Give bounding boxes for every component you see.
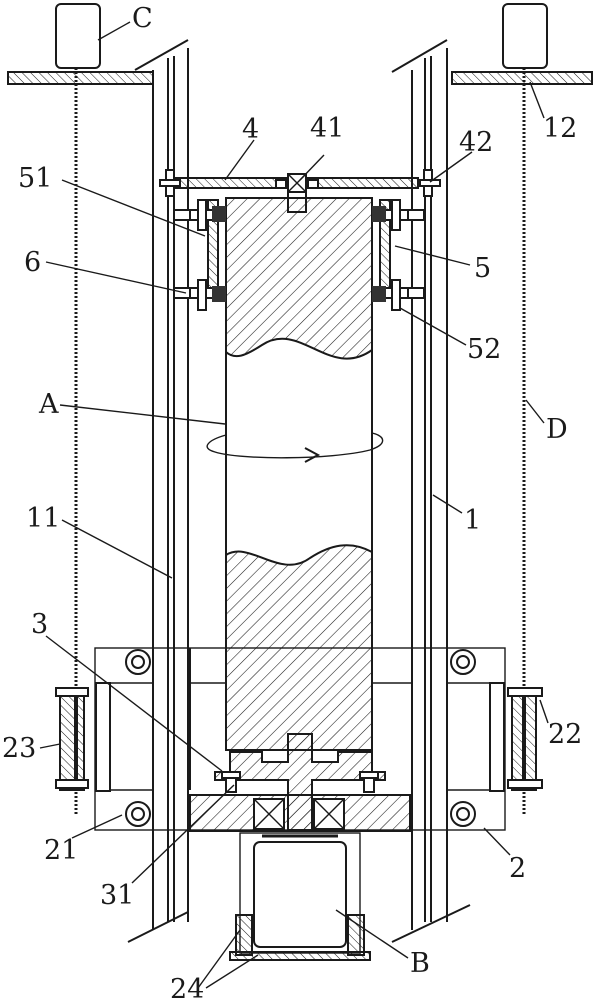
- label-3: 3: [31, 609, 48, 640]
- label-A: A: [38, 389, 59, 420]
- side-clamp-left: [55, 682, 111, 792]
- top-plate-left: [7, 71, 154, 85]
- label-12: 12: [543, 113, 577, 144]
- bracket-right: [371, 199, 425, 311]
- guide-rail-left: [127, 39, 189, 943]
- label-1: 1: [464, 505, 481, 536]
- rotation-arrow: [206, 432, 384, 463]
- label-21: 21: [44, 835, 78, 866]
- label-4: 4: [242, 114, 259, 145]
- roller-bottom-left: [125, 801, 151, 827]
- label-23: 23: [2, 733, 36, 764]
- label-42: 42: [459, 127, 493, 158]
- motor-base-plate: [229, 951, 371, 961]
- label-11: 11: [26, 503, 60, 534]
- label-24: 24: [170, 974, 204, 1005]
- labels: C 12 4 41 42 51 6 5 52 A D 11 1 3 22 23 …: [2, 3, 582, 1005]
- roller-bottom-right: [450, 801, 476, 827]
- label-52: 52: [467, 334, 501, 365]
- label-B: B: [410, 948, 430, 979]
- label-51: 51: [18, 163, 52, 194]
- label-C: C: [132, 3, 153, 34]
- label-2: 2: [509, 853, 526, 884]
- leader-lines: [39, 21, 549, 989]
- roller-top-right: [450, 649, 476, 675]
- label-41: 41: [310, 113, 344, 144]
- label-31: 31: [100, 880, 134, 911]
- motor-left: [55, 3, 101, 69]
- label-6: 6: [24, 247, 41, 278]
- pin-left: [159, 169, 181, 197]
- side-clamp-right: [489, 682, 543, 792]
- shaft-middle: [225, 350, 373, 555]
- motor-bottom: [235, 832, 365, 956]
- gear-coupling: [214, 733, 386, 831]
- label-5: 5: [474, 253, 491, 284]
- top-plate-right: [451, 71, 593, 85]
- pin-right: [419, 169, 441, 197]
- label-D: D: [546, 414, 568, 445]
- motor-right: [502, 3, 548, 69]
- bracket-left: [173, 199, 227, 311]
- shaft-upper: [225, 197, 373, 360]
- roller-top-left: [125, 649, 151, 675]
- label-22: 22: [548, 719, 582, 750]
